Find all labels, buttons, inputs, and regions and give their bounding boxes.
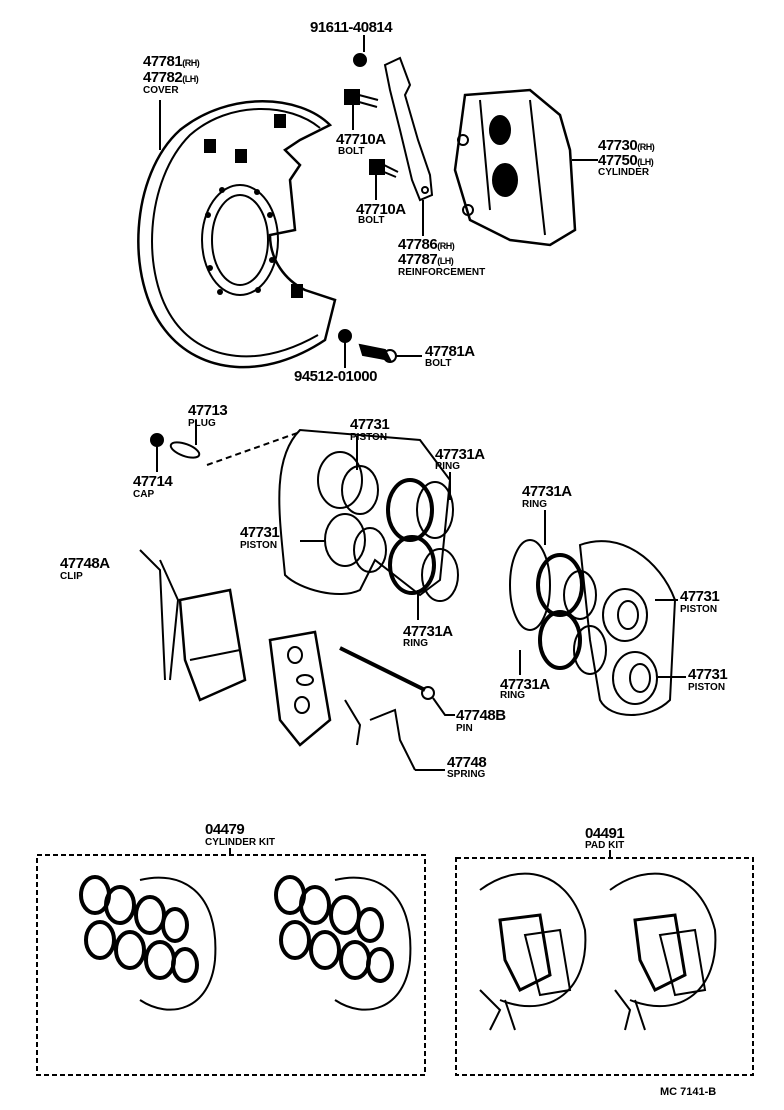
bolt-upper-name: BOLT: [338, 146, 365, 157]
diagram-code: MC 7141-B: [660, 1086, 717, 1098]
piston-2-number: 47731: [240, 524, 280, 541]
ring-1-name: RING: [435, 461, 460, 472]
cylinder-number-lh: 47750(LH): [598, 152, 654, 169]
cover-number-rh: 47781(RH): [143, 53, 200, 70]
cap-number: 47714: [133, 473, 173, 490]
reinforcement-number-lh: 47787(LH): [398, 251, 454, 268]
ring-3-number: 47731A: [522, 483, 572, 500]
part-number-nut: 91611-40814: [310, 19, 393, 36]
cylinder-number-lh-text: 47750: [598, 152, 638, 169]
cylinder-kit-number: 04479: [205, 821, 245, 838]
clip-name: CLIP: [60, 571, 83, 582]
pin-number: 47748B: [456, 707, 506, 724]
rh-tag: (RH): [182, 58, 200, 68]
reinforcement-number-rh-text: 47786: [398, 236, 438, 253]
clip-number: 47748A: [60, 555, 110, 572]
bolts-part: [338, 35, 434, 368]
ring-2-name: RING: [403, 638, 428, 649]
pin-name: PIN: [456, 723, 473, 734]
bolt-lower-number: 47710A: [356, 201, 406, 218]
ring-4-name: RING: [500, 690, 525, 701]
cylinder-part: [453, 88, 598, 247]
cover-bolt-name: BOLT: [425, 358, 452, 369]
piston-2-name: PISTON: [240, 540, 278, 551]
plug-number: 47713: [188, 402, 228, 419]
cover-number-lh: 47782(LH): [143, 69, 199, 86]
lh-tag: (LH): [637, 157, 654, 167]
ring-4-number: 47731A: [500, 676, 550, 693]
reinforcement-name: REINFORCEMENT: [398, 267, 486, 278]
bolt-upper-number: 47710A: [336, 131, 386, 148]
lh-tag: (LH): [437, 256, 454, 266]
cylinder-number-rh: 47730(RH): [598, 137, 655, 154]
pads-part: [139, 549, 455, 771]
washer-number: 94512-01000: [294, 368, 377, 385]
lh-tag: (LH): [182, 74, 199, 84]
ring-1-number: 47731A: [435, 446, 485, 463]
pad-kit-name: PAD KIT: [585, 840, 625, 851]
rh-tag: (RH): [437, 241, 455, 251]
bolt-lower-name: BOLT: [358, 215, 385, 226]
plug-name: PLUG: [188, 418, 216, 429]
cover-bolt-number: 47781A: [425, 343, 475, 360]
cover-part: [137, 100, 337, 369]
reinforcement-number-rh: 47786(RH): [398, 236, 455, 253]
cover-number-rh-text: 47781: [143, 53, 183, 70]
piston-4-number: 47731: [688, 666, 728, 683]
caliper-half-right: [509, 510, 686, 716]
kit-boxes: [36, 848, 754, 1076]
piston-1-name: PISTON: [350, 432, 388, 443]
ring-2-number: 47731A: [403, 623, 453, 640]
cover-name: COVER: [143, 85, 179, 96]
plug-cap-part: [150, 420, 301, 472]
pad-kit-number: 04491: [585, 825, 625, 842]
cover-number-lh-text: 47782: [143, 69, 183, 86]
cap-name: CAP: [133, 489, 155, 500]
cylinder-number-rh-text: 47730: [598, 137, 638, 154]
spring-name: SPRING: [447, 769, 486, 780]
piston-3-name: PISTON: [680, 604, 718, 615]
reinforcement-number-lh-text: 47787: [398, 251, 438, 268]
spring-number: 47748: [447, 754, 487, 771]
piston-4-name: PISTON: [688, 682, 726, 693]
ring-3-name: RING: [522, 499, 547, 510]
cylinder-kit-name: CYLINDER KIT: [205, 837, 275, 848]
piston-3-number: 47731: [680, 588, 720, 605]
rh-tag: (RH): [637, 142, 655, 152]
cylinder-name: CYLINDER: [598, 167, 650, 178]
piston-1-number: 47731: [350, 416, 390, 433]
caliper-half-left: [278, 428, 459, 620]
